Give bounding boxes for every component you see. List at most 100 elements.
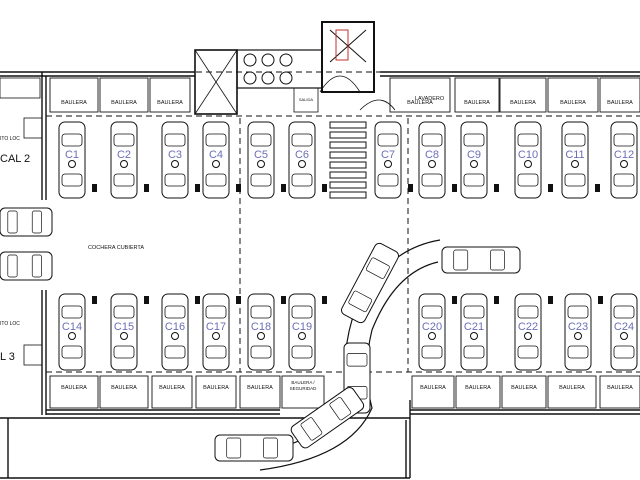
pedestrian-stripes (329, 121, 367, 199)
parking-slot-c18: C18 (247, 293, 275, 371)
parking-slot-c6: C6 (288, 121, 316, 199)
parking-slot-c19: C19 (288, 293, 316, 371)
baulera-label: BAULERA (420, 385, 446, 391)
cochera-label: COCHERA CUBIERTA (88, 245, 144, 251)
slot-label: C24 (614, 321, 634, 333)
baulera-label: BAULERA (61, 385, 87, 391)
column-marker (494, 184, 499, 192)
local-top-small-label: ITO LOC (0, 136, 20, 142)
parking-slot-c14: C14 (58, 293, 86, 371)
column-marker (452, 296, 457, 304)
parking-slot-c4: C4 (202, 121, 230, 199)
parking-slot-c1: C1 (58, 121, 86, 199)
column-marker (494, 296, 499, 304)
bauleras-top: BAULERA BAULERA BAULERA BAULERA BAULERA BAULE… (49, 77, 640, 113)
parking-slot-c9: C9 (460, 121, 488, 199)
column-marker (322, 184, 327, 192)
parking-row-bottom: C14 C15 C16 C17 C18 C19 C20 C21 C22 C23 C24 (58, 293, 638, 371)
parking-row-top: C1 C2 C3 C4 C5 C6 C7 C8 C9 C10 C11 C12 (58, 121, 638, 199)
parking-slot-c17: C17 (202, 293, 230, 371)
column-marker (595, 184, 600, 192)
column-marker (322, 296, 327, 304)
parking-slot-c20: C20 (418, 293, 446, 371)
baulera-label: BAULERA (247, 385, 273, 391)
column-marker (598, 296, 603, 304)
column-marker (548, 296, 553, 304)
slot-label: C1 (65, 149, 79, 161)
parking-slot-c16: C16 (161, 293, 189, 371)
dashed-guides (46, 71, 640, 373)
slot-label: C5 (254, 149, 268, 161)
slot-label: C8 (425, 149, 439, 161)
slot-label: C15 (114, 321, 134, 333)
column-marker (236, 296, 241, 304)
baulera-bottom: BAULERA (455, 375, 501, 409)
slot-label: C19 (292, 321, 312, 333)
baulera-bottom: BAULERA (151, 375, 193, 409)
column-marker (92, 296, 97, 304)
slot-label: C7 (381, 149, 395, 161)
ramp-car-lower (290, 387, 365, 449)
baulera-label: BAULERA (560, 100, 586, 106)
column-marker (195, 296, 200, 304)
baulera-label: BAULERA (607, 100, 633, 106)
baulera-label: BAULERA / (291, 380, 315, 385)
slot-label: C6 (295, 149, 309, 161)
column-marker (195, 184, 200, 192)
slot-label: C9 (467, 149, 481, 161)
baulera-label: BAULERA (607, 385, 633, 391)
parking-slot-c22: C22 (514, 293, 542, 371)
baulera-label: BAULERA (465, 385, 491, 391)
column-marker (144, 296, 149, 304)
slot-label: C21 (464, 321, 484, 333)
slot-label: C23 (568, 321, 588, 333)
ramp-car-right (441, 246, 521, 274)
parking-slot-c10: C10 (514, 121, 542, 199)
baulera-label: BAULERA (61, 100, 87, 106)
baulera-bottom: BAULERA (599, 375, 640, 409)
baulera-label: BAULERA (157, 100, 183, 106)
baulera-top: BAULERA (454, 77, 500, 113)
slot-label: C11 (565, 149, 584, 161)
baulera-bottom: BAULERA (239, 375, 281, 409)
baulera-bottom: BAULERA (49, 375, 99, 409)
baulera-top: BAULERA (389, 77, 451, 113)
baulera-top: BAULERA (49, 77, 99, 113)
baulera-top: BAULERA (499, 77, 547, 113)
baulera-top: BAULERA (599, 77, 640, 113)
column-marker (236, 184, 241, 192)
baulera-label: BAULERA (407, 100, 433, 106)
baulera-bottom: BAULERA (411, 375, 455, 409)
baulera-label: BAULERA (464, 100, 490, 106)
service-core: SALIDA LAVADERO (194, 21, 445, 115)
parking-slot-c7: C7 (374, 121, 402, 199)
parking-slot-c23: C23 (564, 293, 592, 371)
local-bottom-label: L 3 (0, 351, 15, 363)
stair-label: SALIDA (299, 97, 314, 102)
parking-slot-c3: C3 (161, 121, 189, 199)
parking-slot-c24: C24 (610, 293, 638, 371)
ramp-car-upper (341, 242, 399, 324)
baulera-top: BAULERA (547, 77, 599, 113)
slot-label: C3 (168, 149, 182, 161)
slot-label: C17 (206, 321, 226, 333)
parking-slot-c2: C2 (110, 121, 138, 199)
ramp-car-bottom (214, 434, 294, 462)
slot-label: C2 (117, 149, 131, 161)
baulera-top: BAULERA (149, 77, 191, 113)
column-marker (408, 184, 413, 192)
parking-slot-c5: C5 (247, 121, 275, 199)
baulera-bottom: BAULERA (195, 375, 237, 409)
baulera-bottom: BAULERA /SEGURIDAD (281, 375, 325, 409)
parking-slot-c11: C11 (561, 121, 589, 199)
parking-slot-c12: C12 (610, 121, 638, 199)
column-marker (92, 184, 97, 192)
lavadero-label: LAVADERO (415, 96, 445, 102)
baulera-bottom: BAULERA (547, 375, 597, 409)
slot-label: C18 (251, 321, 271, 333)
baulera-label: BAULERA (510, 100, 536, 106)
slot-label: C10 (518, 149, 538, 161)
baulera-top: BAULERA (99, 77, 149, 113)
